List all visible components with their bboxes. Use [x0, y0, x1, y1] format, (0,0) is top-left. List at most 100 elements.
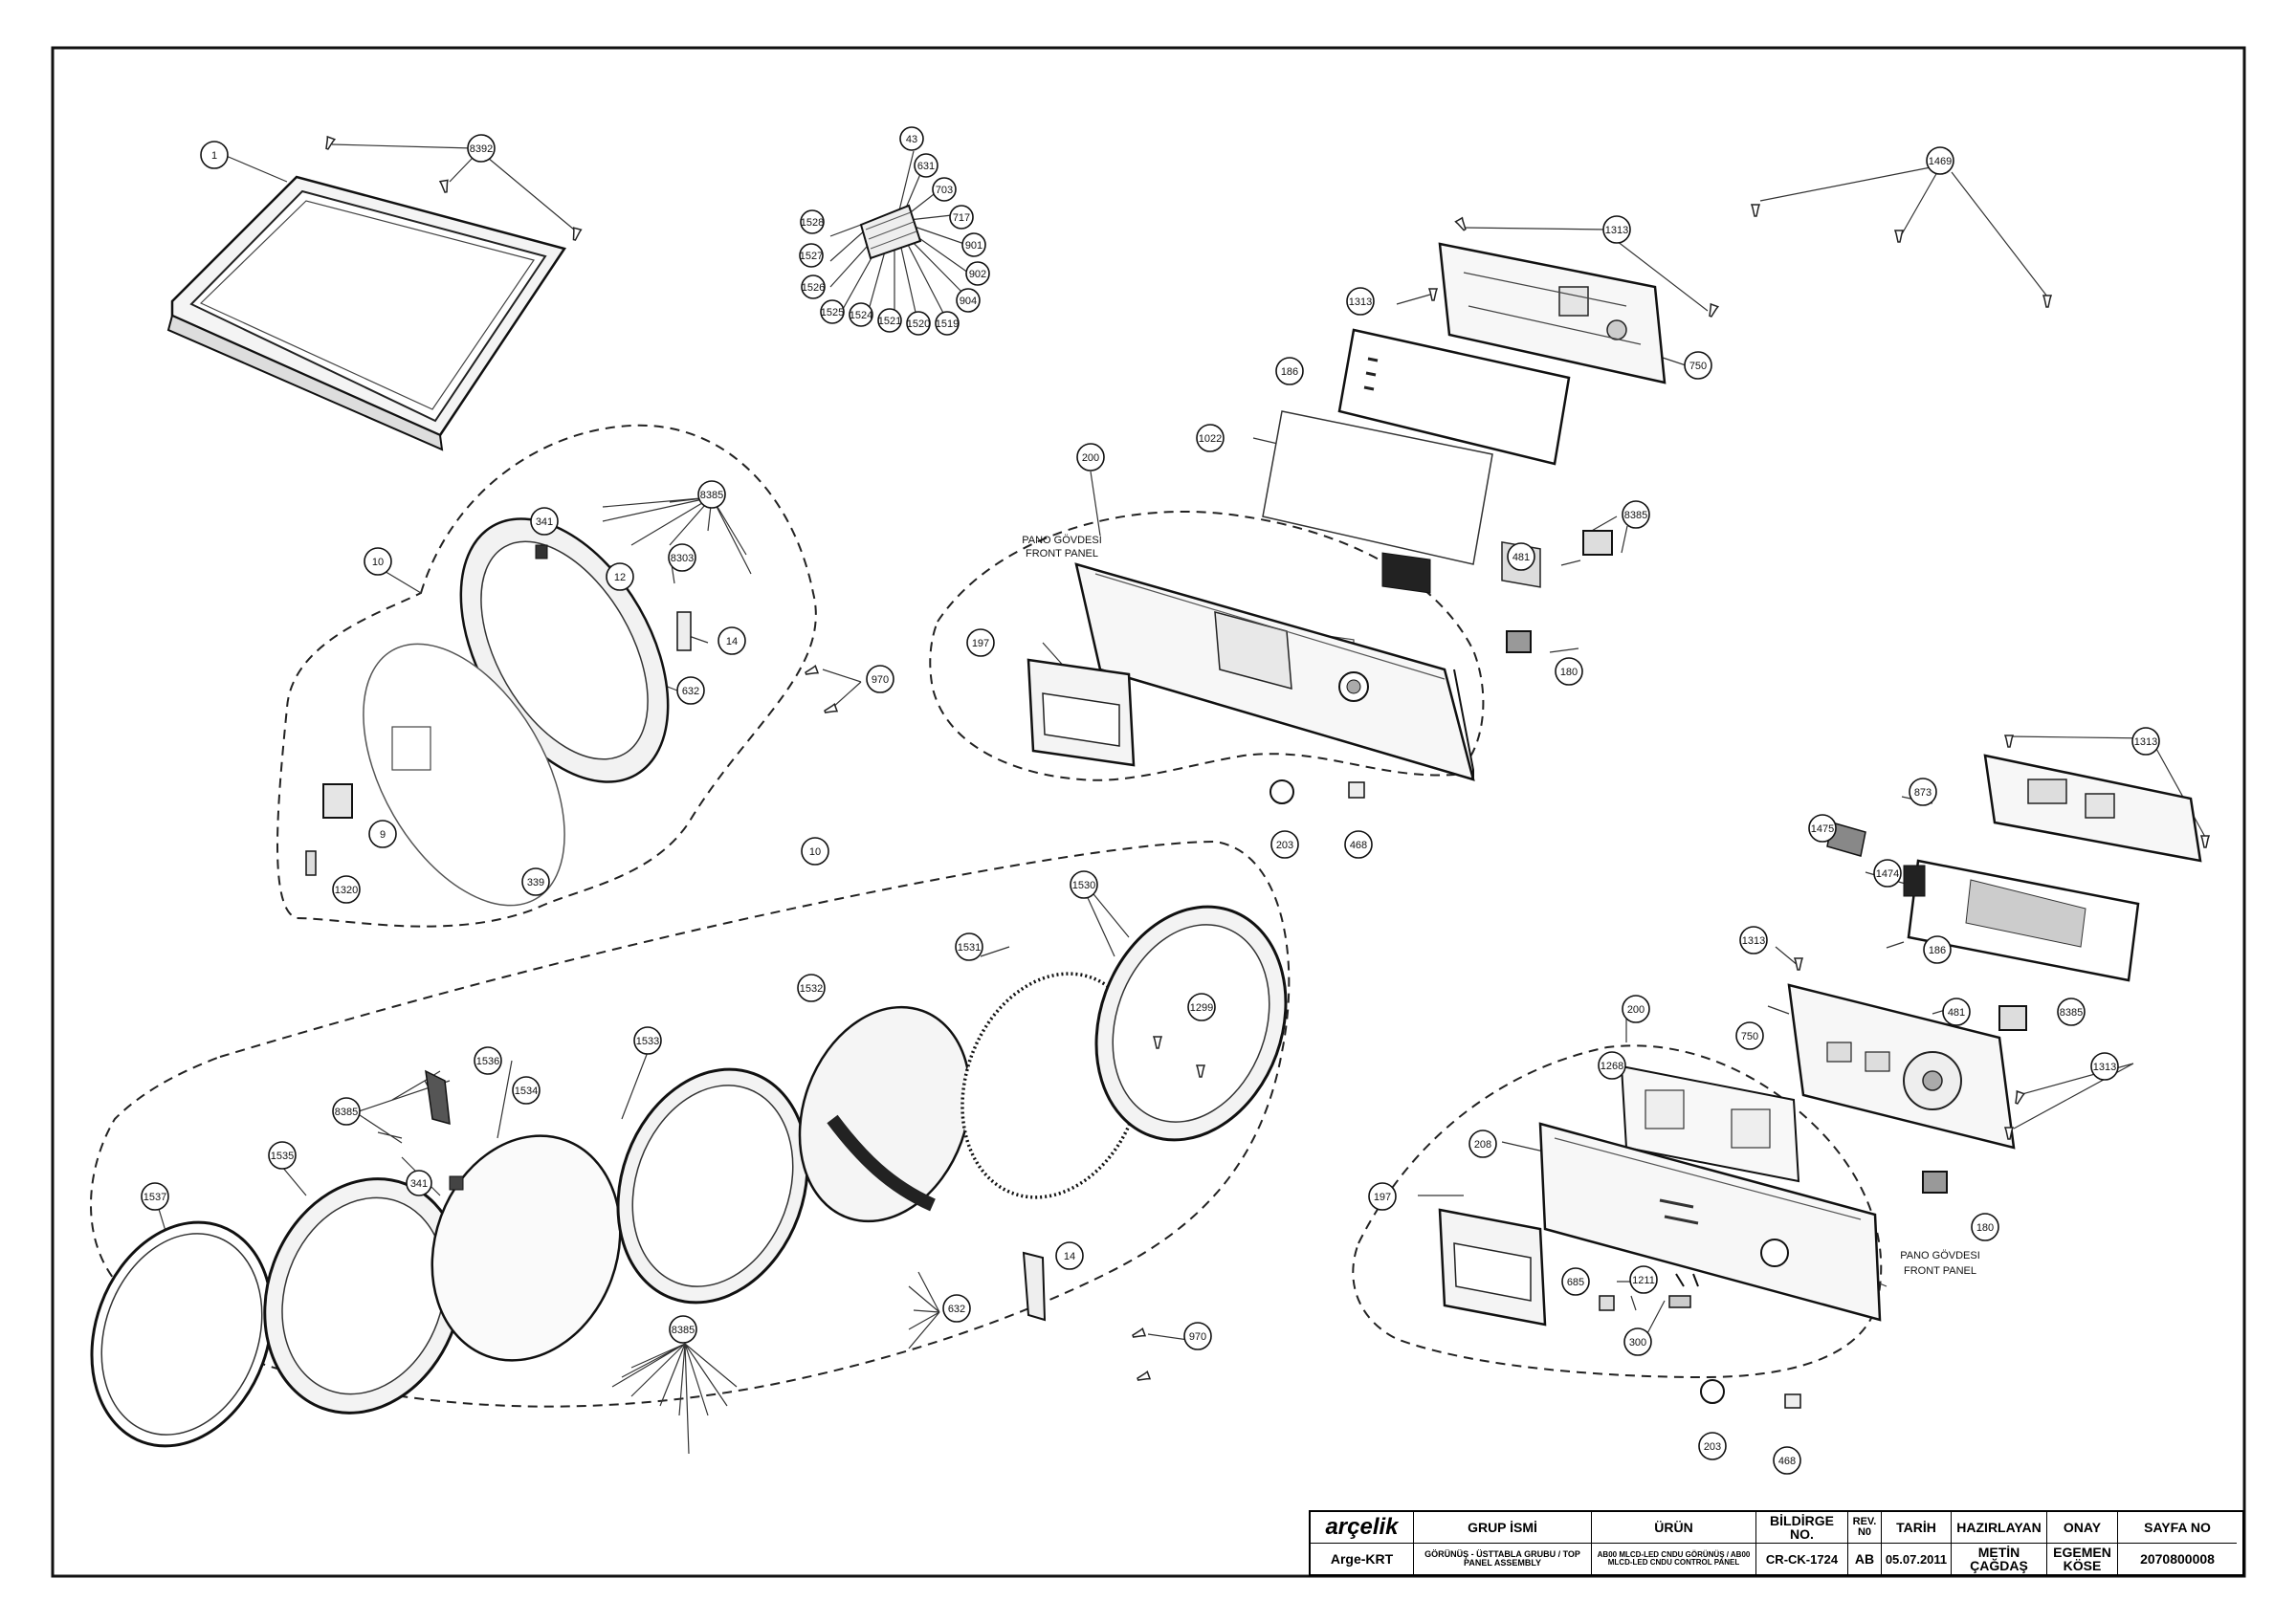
callout-label: 200 — [1627, 1004, 1645, 1016]
callout: 1211 — [1629, 1265, 1658, 1294]
callout: 1528 — [800, 209, 825, 234]
callout-label: 186 — [1281, 366, 1298, 378]
callout-label: 1528 — [801, 217, 824, 229]
door-ring-1533 — [616, 1067, 809, 1305]
callout-label: 10 — [372, 557, 384, 568]
door-ring-1537 — [90, 1220, 274, 1448]
drawer-handle-197b — [1438, 1208, 1547, 1327]
callout: 1519 — [935, 311, 960, 336]
callout: 1534 — [512, 1076, 541, 1105]
callout: 8385 — [332, 1097, 361, 1126]
callout-label: 1525 — [821, 307, 844, 318]
callout-label: 703 — [936, 185, 953, 196]
callouts: 1 8392 43 631 703 717 901 902 904 1519 1… — [141, 126, 2160, 1475]
dept-value: Arge-KRT — [1311, 1544, 1414, 1574]
callout-label: 9 — [380, 829, 386, 841]
callout: 200 — [1076, 443, 1105, 472]
keyboard-1268 — [1620, 1064, 1800, 1183]
callout-label: 481 — [1512, 552, 1530, 563]
callout-label: 750 — [1741, 1031, 1758, 1042]
callout-label: 8385 — [2060, 1007, 2083, 1019]
bildirge-value: CR-CK-1724 — [1756, 1544, 1848, 1574]
callout-label: 8303 — [671, 553, 694, 564]
callout: 1524 — [849, 302, 873, 327]
callout: 750 — [1735, 1021, 1764, 1050]
callout: 180 — [1555, 657, 1583, 686]
panel-label-lower-1: PANO GÖVDESI — [1900, 1250, 1980, 1261]
callout: 1520 — [906, 311, 931, 336]
callout-label: 1022 — [1199, 433, 1222, 445]
front-panel-lower — [1538, 1122, 1882, 1322]
title-block: arçelik GRUP İSMİ ÜRÜN BİLDİRGE NO. REV.… — [1309, 1510, 2244, 1576]
callout-label: 1524 — [850, 310, 872, 321]
callout: 481 — [1942, 998, 1971, 1026]
callout-label: 300 — [1629, 1337, 1646, 1349]
callout: 1 — [200, 141, 229, 169]
sayfa-value: 2070800008 — [2140, 1551, 2215, 1567]
callout-label: 468 — [1778, 1456, 1796, 1467]
callout: 873 — [1909, 778, 1937, 806]
callout: 481 — [1507, 542, 1535, 571]
callout-label: 1313 — [2134, 736, 2157, 748]
small-parts-door-lower — [425, 1036, 1205, 1384]
callout: 14 — [718, 626, 746, 655]
callout: 14 — [1055, 1241, 1084, 1270]
callout-label: 1534 — [515, 1086, 538, 1097]
callout-label: 1535 — [271, 1151, 294, 1162]
callout-label: 1519 — [936, 318, 959, 330]
dashed-group-outlines — [90, 424, 1883, 1408]
bildirge-header: BİLDİRGE NO. — [1756, 1512, 1848, 1544]
callout-label: 1469 — [1929, 156, 1952, 167]
callout-label: 1313 — [1349, 296, 1372, 308]
callout: 632 — [942, 1294, 971, 1323]
callout-label: 1475 — [1811, 823, 1834, 835]
callout-label: 1536 — [476, 1056, 499, 1067]
callout: 1299 — [1187, 993, 1216, 1021]
manual-booklet-part — [859, 204, 922, 260]
callout-label: 904 — [960, 296, 977, 307]
callout: 197 — [966, 628, 995, 657]
callout: 1313 — [1346, 287, 1375, 316]
callout: 8385 — [1622, 500, 1650, 529]
display-board-upper — [1337, 328, 1571, 594]
callout: 1474 — [1873, 859, 1902, 888]
callout-label: 1526 — [802, 282, 825, 294]
callout: 10 — [801, 837, 829, 866]
callout: 1536 — [474, 1046, 502, 1075]
callout: 186 — [1923, 935, 1952, 964]
callout-label: 481 — [1948, 1007, 1965, 1019]
tarih-header: TARİH — [1882, 1512, 1952, 1544]
callout: 1320 — [332, 875, 361, 904]
callout-label: 203 — [1704, 1441, 1721, 1453]
callout-label: 1527 — [800, 251, 823, 262]
callout: 203 — [1698, 1432, 1727, 1460]
callout: 10 — [364, 547, 392, 576]
callout: 341 — [406, 1170, 432, 1196]
callout: 1527 — [799, 243, 824, 268]
callout: 1268 — [1598, 1051, 1626, 1080]
callout-label: 901 — [965, 240, 982, 252]
callout-label: 8385 — [700, 490, 723, 501]
callout: 8385 — [2057, 998, 2086, 1026]
callout: 12 — [606, 562, 634, 591]
callout-label: 203 — [1276, 840, 1293, 851]
panel-label-lower-2: FRONT PANEL — [1904, 1265, 1976, 1277]
display-board-lower — [1903, 859, 2140, 982]
callout: 8392 — [467, 134, 496, 163]
callout-label: 10 — [809, 846, 821, 858]
callout-label: 970 — [872, 674, 889, 686]
callout-label: 8385 — [672, 1325, 695, 1336]
callout-label: 197 — [1374, 1192, 1391, 1203]
callout: 8303 — [668, 543, 696, 572]
callout: 717 — [949, 205, 974, 230]
callout-label: 902 — [969, 269, 986, 280]
callout-label: 200 — [1082, 452, 1099, 464]
callout-label: 717 — [953, 212, 970, 224]
small-parts-bottom-right — [1599, 1273, 1801, 1409]
door-glass-1532 — [798, 1005, 972, 1223]
panel-label-upper-2: FRONT PANEL — [1026, 548, 1098, 559]
callout: 1530 — [1070, 870, 1098, 899]
hazirlayan-header: HAZIRLAYAN — [1952, 1512, 2047, 1544]
callout: 339 — [521, 867, 550, 896]
